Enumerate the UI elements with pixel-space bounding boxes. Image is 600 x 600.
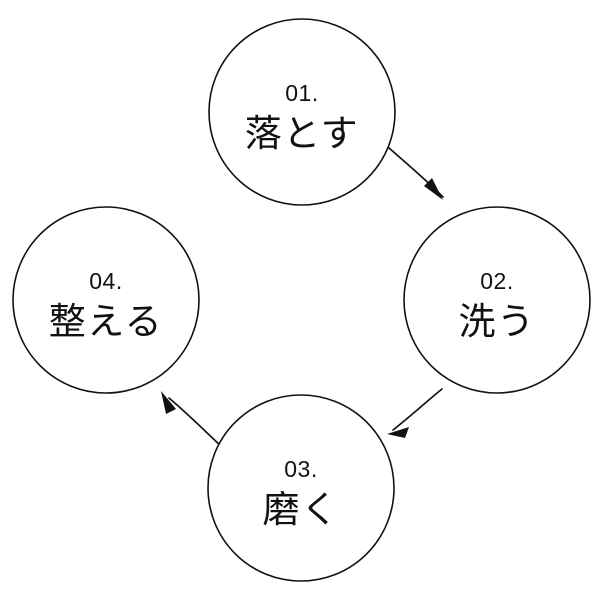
node-01-number: 01.: [285, 80, 318, 106]
node-01-circle[interactable]: [208, 18, 396, 206]
node-02-label: 洗う: [459, 300, 536, 343]
node-04-circle[interactable]: [12, 206, 200, 394]
node-01-label: 落とす: [245, 112, 359, 155]
node-02[interactable]: 02. 洗う: [403, 206, 591, 394]
node-04-number: 04.: [89, 268, 122, 294]
connector-02-to-03-arrowhead-icon: [387, 427, 409, 438]
node-02-circle[interactable]: [403, 206, 591, 394]
node-02-number: 02.: [480, 268, 513, 294]
node-01[interactable]: 01. 落とす: [208, 18, 396, 206]
node-03-circle[interactable]: [207, 394, 395, 582]
connector-02-to-03-line: [392, 388, 443, 431]
node-03-label: 磨く: [263, 488, 340, 531]
node-04[interactable]: 04. 整える: [12, 206, 200, 394]
connector-group: [161, 140, 444, 448]
connector-03-to-04-arrowhead-icon: [161, 391, 176, 414]
node-04-label: 整える: [49, 300, 163, 343]
connector-03-to-04-line: [168, 397, 223, 448]
node-03[interactable]: 03. 磨く: [207, 394, 395, 582]
node-03-number: 03.: [284, 456, 317, 482]
connector-01-to-02-arrowhead-icon: [424, 178, 443, 200]
